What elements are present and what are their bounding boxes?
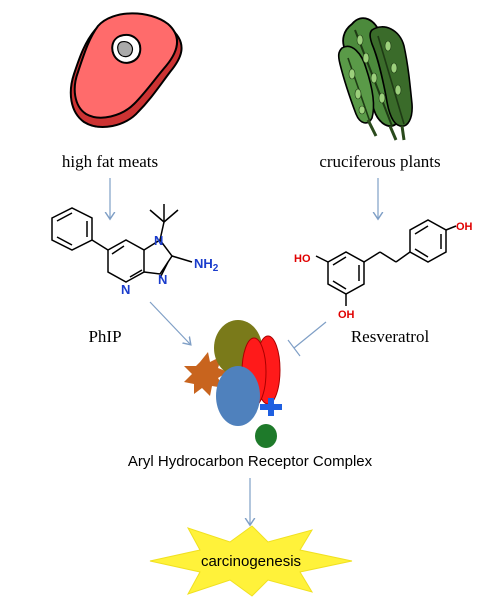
res-oh-left: HO (294, 253, 311, 265)
ligand-star (184, 352, 228, 396)
meat-icon (69, 12, 183, 128)
blue-cross (260, 398, 282, 416)
phip-label: PhIP (88, 327, 121, 346)
blue-subunit (216, 366, 260, 426)
resveratrol-label: Resveratrol (351, 327, 430, 346)
phip-n1: N (154, 233, 163, 248)
outcome-label: carcinogenesis (201, 553, 301, 570)
plant-icon (337, 17, 413, 141)
phip-n-pyridine: N (121, 282, 130, 297)
meat-label: high fat meats (62, 152, 158, 171)
resveratrol-structure (315, 219, 457, 306)
carcinogenesis-starburst (149, 525, 353, 597)
inhibition-resveratrol-to-ahr (287, 321, 327, 357)
plant-label: cruciferous plants (319, 152, 440, 171)
green-subunit (255, 424, 277, 448)
phip-n3: N (158, 272, 167, 287)
phip-structure (51, 204, 193, 283)
res-oh-bottom: OH (338, 309, 355, 321)
phip-nh2: NH2 (194, 256, 219, 274)
ahr-complex-icon (184, 320, 282, 448)
ahr-label: Aryl Hydrocarbon Receptor Complex (128, 453, 373, 470)
arrow-phip-to-ahr (149, 301, 190, 344)
res-oh-right: OH (456, 221, 473, 233)
